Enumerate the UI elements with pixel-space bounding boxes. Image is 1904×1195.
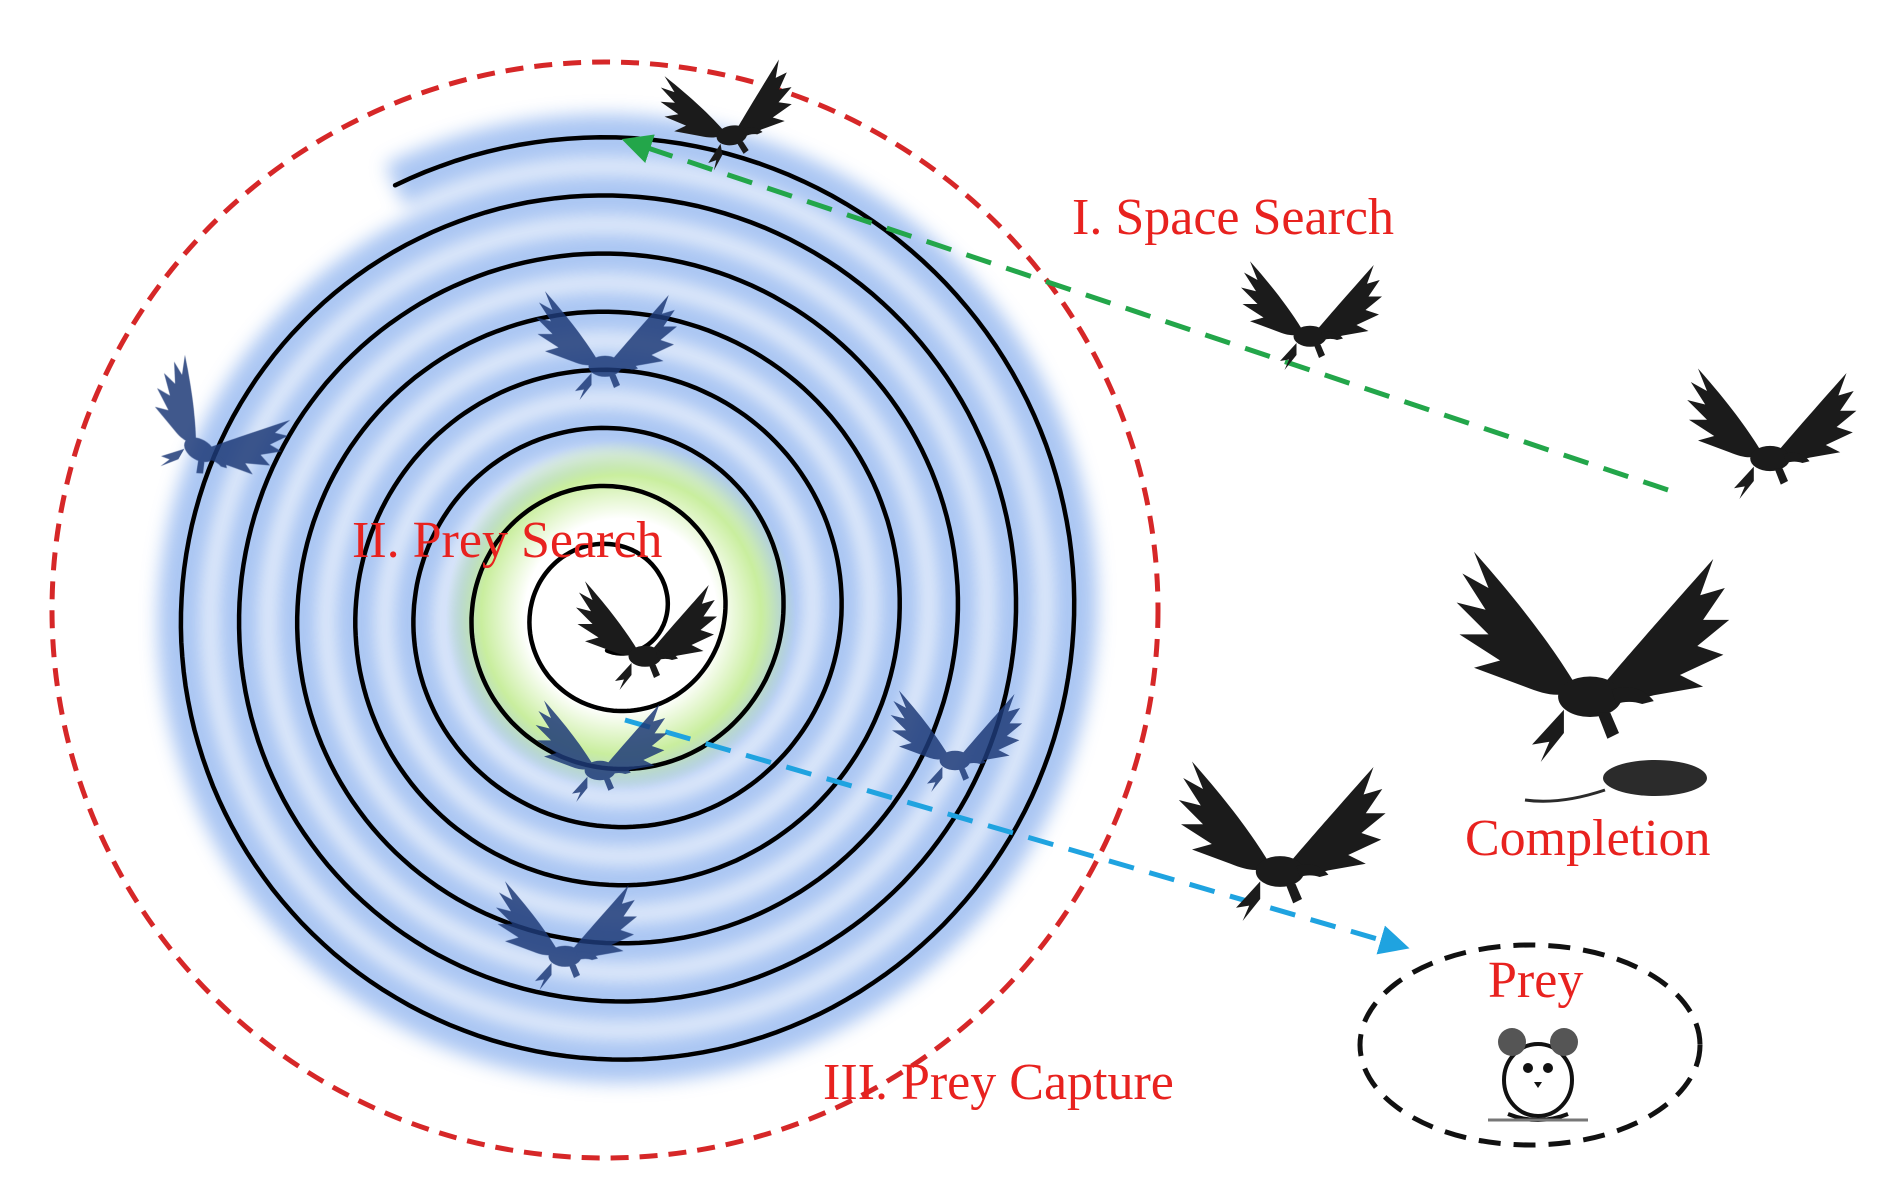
completion-label: Completion (1465, 810, 1711, 867)
prey-capture-label: III. Prey Capture (823, 1054, 1174, 1111)
eagle-icon (1178, 761, 1386, 921)
spiral-trajectory (178, 135, 1077, 1062)
space-search-arrow (621, 134, 1669, 493)
search-space-boundary (49, 59, 1161, 1161)
prey-label: Prey (1488, 952, 1583, 1009)
prey-capture-arrow (624, 717, 1410, 955)
mouse-icon (1486, 1026, 1590, 1122)
prey-search-label: II. Prey Search (352, 512, 662, 569)
prey-boundary (1357, 942, 1703, 1148)
eagle-icon (1687, 368, 1857, 499)
center-glow (446, 440, 796, 790)
eagle-with-prey-icon (1456, 551, 1730, 803)
space-search-label: I. Space Search (1072, 189, 1394, 246)
